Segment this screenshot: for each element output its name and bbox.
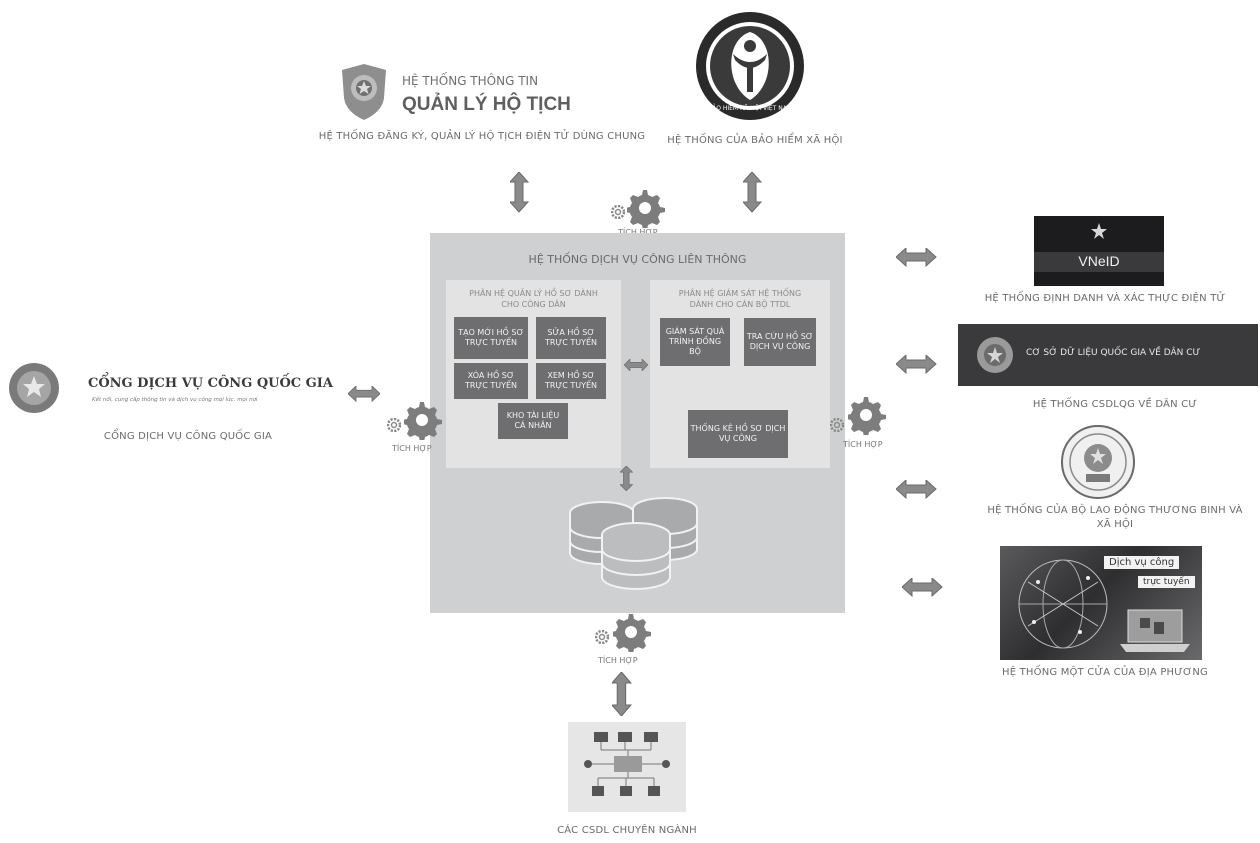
network-diagram-icon bbox=[584, 732, 670, 796]
vneid-logo: VNeID bbox=[1034, 216, 1164, 286]
laptop-icon bbox=[1120, 609, 1190, 652]
integration-label-left: TÍCH HỢP bbox=[392, 444, 432, 453]
monitoring-panel-title: PHÂN HỆ GIÁM SÁT HỆ THỐNG DÀNH CHO CÁN B… bbox=[678, 289, 802, 309]
bhxh-logo-icon: BẢO HIỂM XÃ HỘI VIỆT NAM bbox=[696, 12, 804, 120]
gear-icon bbox=[848, 397, 886, 435]
portal-title: CỔNG DỊCH VỤ CÔNG QUỐC GIA bbox=[88, 376, 333, 391]
gear-icon bbox=[627, 190, 665, 228]
gear-icon bbox=[613, 614, 651, 652]
portal-caption: CỔNG DỊCH VỤ CÔNG QUỐC GIA bbox=[103, 431, 273, 442]
bhxh-arrow-icon bbox=[743, 172, 762, 213]
portal-slogan: Kết nối, cung cấp thông tin và dịch vụ c… bbox=[92, 397, 258, 403]
ho-tich-logo: HỆ THỐNG THÔNG TIN QUẢN LÝ HỘ TỊCH bbox=[338, 62, 598, 122]
csdl-chuyen-nganh-arrow-icon bbox=[612, 672, 632, 716]
ldtbxh-emblem-icon bbox=[1061, 425, 1135, 499]
gear-small-icon bbox=[611, 205, 625, 219]
csdl-dancu-caption: HỆ THỐNG CSDLQG VỀ DÂN CƯ bbox=[1032, 399, 1198, 410]
bhxh-logo-text: BẢO HIỂM XÃ HỘI VIỆT NAM bbox=[708, 104, 792, 112]
ho-tich-logo-line1: HỆ THỐNG THÔNG TIN bbox=[402, 74, 539, 88]
ho-tich-arrow-icon bbox=[510, 172, 529, 213]
integration-label-bottom: TÍCH HỢP bbox=[598, 656, 638, 665]
view-record-box[interactable]: XEM HỒ SƠ TRỰC TUYẾN bbox=[536, 363, 606, 399]
sync-monitor-box[interactable]: GIÁM SÁT QUÁ TRÌNH ĐỒNG BỘ bbox=[660, 318, 730, 366]
gear-small-icon bbox=[830, 418, 844, 432]
integration-label-top: TÍCH HỢP bbox=[618, 228, 658, 237]
vneid-logo-text: VNeID bbox=[1078, 253, 1120, 269]
edit-record-box[interactable]: SỬA HỒ SƠ TRỰC TUYẾN bbox=[536, 317, 606, 359]
statistics-box[interactable]: THỐNG KÊ HỒ SƠ DỊCH VỤ CÔNG bbox=[688, 410, 788, 458]
mot-cua-image-text1: Dịch vụ công bbox=[1104, 556, 1180, 569]
record-lookup-box[interactable]: TRA CỨU HỒ SƠ DỊCH VỤ CÔNG bbox=[744, 318, 816, 366]
monitoring-panel: PHÂN HỆ GIÁM SÁT HỆ THỐNG DÀNH CHO CÁN B… bbox=[650, 280, 830, 468]
portal-arrow-icon bbox=[348, 386, 380, 402]
mot-cua-arrow-icon bbox=[902, 578, 943, 597]
csdl-dancu-logo-text: CƠ SỞ DỮ LIỆU QUỐC GIA VỀ DÂN CƯ bbox=[1026, 348, 1201, 358]
database-link-arrow-icon bbox=[620, 466, 633, 492]
integration-label-right: TÍCH HỢP bbox=[843, 440, 883, 449]
ho-tich-caption: HỆ THỐNG ĐĂNG KÝ, QUẢN LÝ HỘ TỊCH ĐIỆN T… bbox=[318, 131, 646, 142]
center-system: HỆ THỐNG DỊCH VỤ CÔNG LIÊN THÔNG PHÂN HỆ… bbox=[430, 233, 845, 613]
delete-record-box[interactable]: XÓA HỒ SƠ TRỰC TUYẾN bbox=[454, 363, 528, 399]
panel-link-arrow-icon bbox=[624, 359, 648, 371]
gear-small-icon bbox=[387, 418, 401, 432]
csdl-chuyen-nganh-caption: CÁC CSDL CHUYÊN NGÀNH bbox=[557, 825, 697, 836]
vneid-arrow-icon bbox=[896, 248, 937, 267]
citizen-panel-title: PHÂN HỆ QUẢN LÝ HỒ SƠ DÀNH CHO CÔNG DÂN bbox=[469, 289, 598, 309]
csdl-dancu-arrow-icon bbox=[896, 355, 937, 374]
csdl-dancu-logo: CƠ SỞ DỮ LIỆU QUỐC GIA VỀ DÂN CƯ bbox=[958, 324, 1258, 386]
mot-cua-image-text2: trực tuyến bbox=[1138, 576, 1195, 588]
ho-tich-logo-line2: QUẢN LÝ HỘ TỊCH bbox=[402, 94, 571, 115]
gear-small-icon bbox=[595, 630, 609, 644]
bhxh-caption: HỆ THỐNG CỦA BẢO HIỂM XÃ HỘI bbox=[667, 135, 843, 146]
citizen-panel: PHÂN HỆ QUẢN LÝ HỒ SƠ DÀNH CHO CÔNG DÂN … bbox=[446, 280, 621, 468]
csdl-chuyen-nganh-image bbox=[568, 722, 686, 812]
database-icon bbox=[569, 497, 698, 590]
vneid-caption: HỆ THỐNG ĐỊNH DANH VÀ XÁC THỰC ĐIỆN TỬ bbox=[984, 293, 1226, 304]
center-system-title: HỆ THỐNG DỊCH VỤ CÔNG LIÊN THÔNG bbox=[528, 253, 747, 266]
gear-icon bbox=[404, 402, 442, 440]
police-badge-icon bbox=[977, 337, 1013, 373]
personal-repository-box[interactable]: KHO TÀI LIỆU CÁ NHÂN bbox=[498, 403, 568, 439]
police-emblem-icon bbox=[342, 64, 386, 120]
star-emblem-icon bbox=[1091, 223, 1107, 239]
create-record-box[interactable]: TẠO MỚI HỒ SƠ TRỰC TUYẾN bbox=[454, 317, 528, 359]
ldtbxh-arrow-icon bbox=[896, 480, 937, 499]
network-globe-icon bbox=[1018, 559, 1108, 649]
ldtbxh-caption: HỆ THỐNG CỦA BỘ LAO ĐỘNG THƯƠNG BINH VÀ … bbox=[987, 505, 1243, 530]
national-emblem-icon bbox=[9, 363, 59, 413]
mot-cua-image: Dịch vụ công trực tuyến bbox=[1000, 546, 1202, 660]
mot-cua-caption: HỆ THỐNG MỘT CỬA CỦA ĐỊA PHƯƠNG bbox=[1001, 667, 1209, 678]
